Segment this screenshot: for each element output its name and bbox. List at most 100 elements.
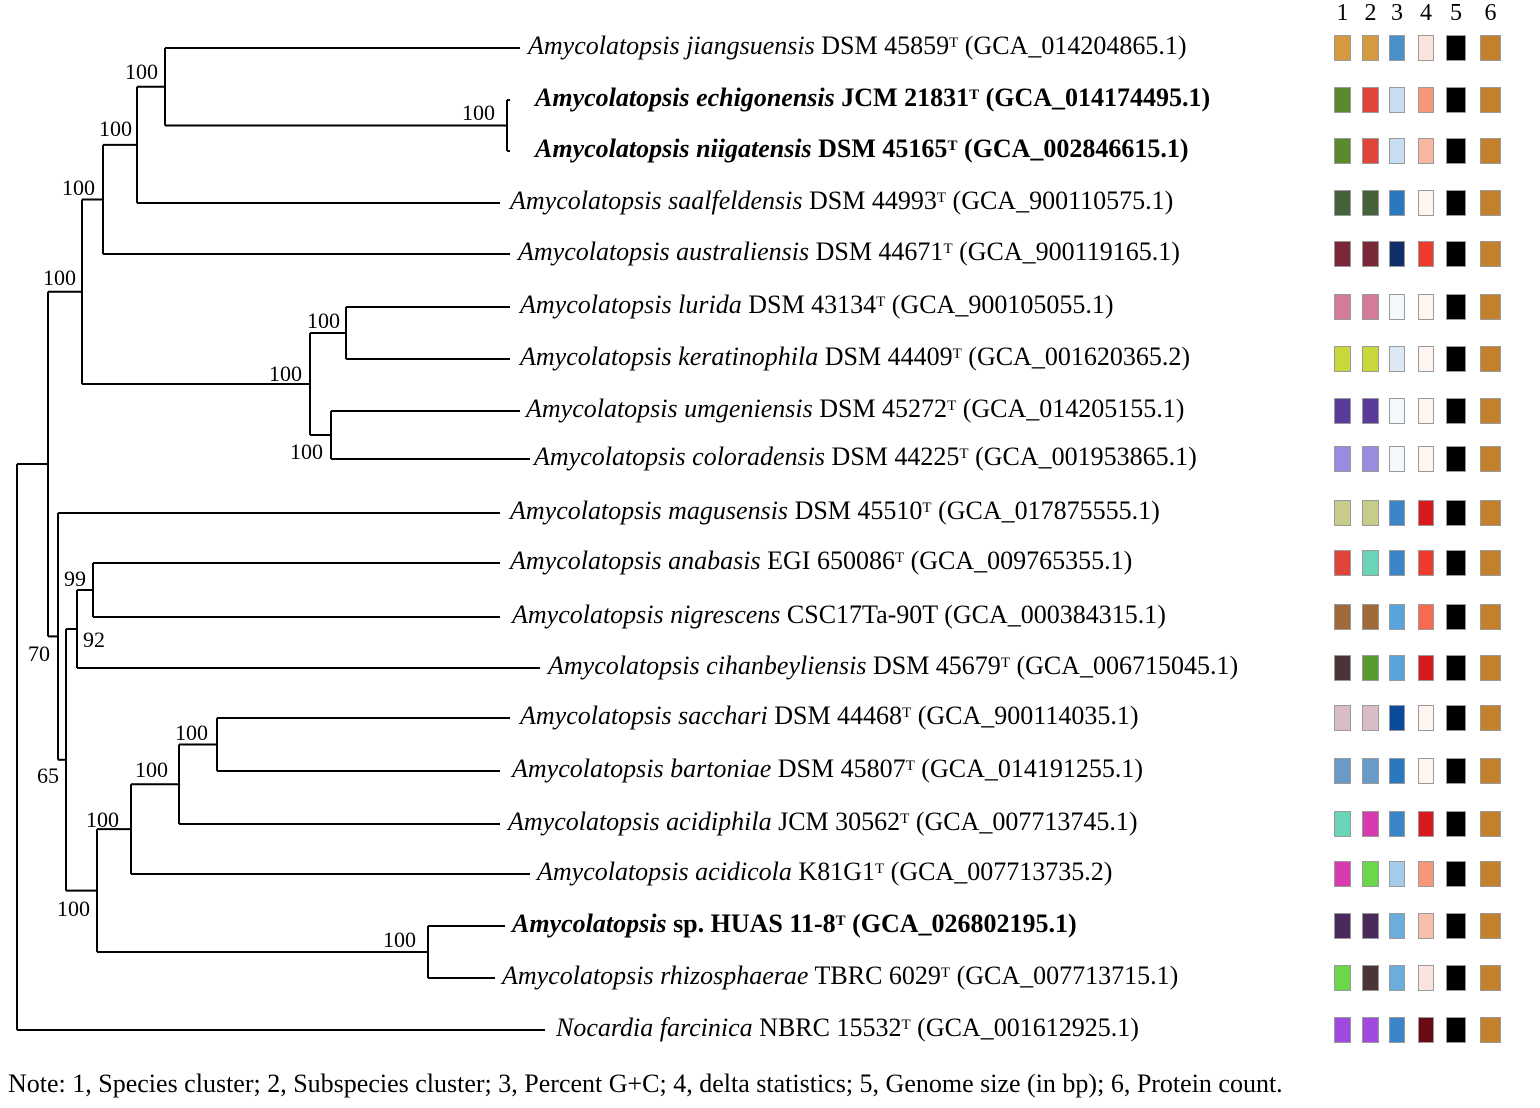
taxon-label: Amycolatopsis cihanbeyliensis DSM 45679T… <box>548 651 1238 681</box>
taxon-genus: Amycolatopsis <box>520 701 672 730</box>
trait-swatch <box>1334 446 1351 472</box>
column-header: 5 <box>1450 0 1462 26</box>
trait-swatch <box>1389 604 1405 630</box>
taxon-label: Amycolatopsis echigonensis JCM 21831T (G… <box>535 83 1210 113</box>
taxon-label: Amycolatopsis magusensis DSM 45510T (GCA… <box>510 496 1160 526</box>
trait-swatch <box>1334 965 1351 991</box>
trait-swatch <box>1418 138 1434 164</box>
bootstrap-value: 100 <box>125 59 158 84</box>
taxon-accession: (GCA_007713745.1) <box>915 807 1138 836</box>
trait-swatch <box>1480 500 1501 526</box>
taxon-label: Amycolatopsis anabasis EGI 650086T (GCA_… <box>510 546 1132 576</box>
taxon-genus: Nocardia <box>556 1013 654 1042</box>
trait-swatch <box>1334 241 1351 267</box>
taxon-species: farcinica <box>659 1013 753 1042</box>
trait-swatch <box>1389 758 1405 784</box>
trait-swatch <box>1334 861 1351 887</box>
taxon-species: keratinophila <box>678 342 819 371</box>
taxon-species: acidicola <box>695 857 792 886</box>
bootstrap-value: 100 <box>290 439 323 464</box>
trait-swatch <box>1446 550 1466 576</box>
taxon-strain: JCM 30562 <box>778 807 901 836</box>
trait-swatch <box>1334 604 1351 630</box>
trait-swatch <box>1362 190 1379 216</box>
taxon-accession: (GCA_017875555.1) <box>938 496 1160 525</box>
trait-swatch <box>1446 35 1466 61</box>
taxon-species: anabasis <box>668 546 761 575</box>
type-strain-mark: T <box>943 241 953 257</box>
taxon-genus: Amycolatopsis <box>520 342 672 371</box>
trait-swatch <box>1362 1017 1379 1043</box>
trait-swatch <box>1418 550 1434 576</box>
trait-swatch <box>1362 604 1379 630</box>
trait-swatch <box>1480 758 1501 784</box>
type-strain-mark: T <box>901 1017 911 1033</box>
taxon-label: Amycolatopsis keratinophila DSM 44409T (… <box>520 342 1190 372</box>
trait-swatch <box>1418 705 1434 731</box>
taxon-label: Amycolatopsis rhizosphaerae TBRC 6029T (… <box>502 961 1178 991</box>
taxon-label: Amycolatopsis acidiphila JCM 30562T (GCA… <box>508 807 1138 837</box>
taxon-label: Amycolatopsis sp. HUAS 11-8T (GCA_026802… <box>512 909 1077 939</box>
trait-swatch <box>1446 241 1466 267</box>
type-strain-mark: T <box>835 913 846 929</box>
trait-swatch <box>1418 758 1434 784</box>
type-strain-mark: T <box>900 811 910 827</box>
taxon-genus: Amycolatopsis <box>512 909 667 938</box>
taxon-genus: Amycolatopsis <box>520 290 672 319</box>
trait-swatch <box>1418 35 1434 61</box>
trait-swatch <box>1418 861 1434 887</box>
taxon-strain: DSM 43134 <box>748 290 877 319</box>
trait-swatch <box>1334 811 1351 837</box>
trait-swatch <box>1389 241 1405 267</box>
trait-swatch <box>1418 294 1434 320</box>
trait-swatch <box>1362 346 1379 372</box>
trait-swatch <box>1480 705 1501 731</box>
taxon-species: magusensis <box>668 496 789 525</box>
taxon-label: Nocardia farcinica NBRC 15532T (GCA_0016… <box>556 1013 1139 1043</box>
trait-swatch <box>1362 398 1379 424</box>
trait-swatch <box>1480 604 1501 630</box>
taxon-species: bartoniae <box>670 754 772 783</box>
trait-swatch <box>1446 758 1466 784</box>
taxon-species: lurida <box>678 290 742 319</box>
trait-swatch <box>1418 241 1434 267</box>
taxon-strain: DSM 45272 <box>819 394 948 423</box>
trait-swatch <box>1480 398 1501 424</box>
trait-swatch <box>1389 1017 1405 1043</box>
trait-swatch <box>1480 446 1501 472</box>
taxon-label: Amycolatopsis sacchari DSM 44468T (GCA_9… <box>520 701 1138 731</box>
taxon-genus: Amycolatopsis <box>537 857 689 886</box>
trait-swatch <box>1418 913 1434 939</box>
trait-swatch <box>1480 550 1501 576</box>
trait-swatch <box>1446 87 1466 113</box>
taxon-species: australiensis <box>676 237 810 266</box>
trait-swatch <box>1334 1017 1351 1043</box>
bootstrap-value: 100 <box>175 720 208 745</box>
trait-swatch <box>1334 500 1351 526</box>
taxon-genus: Amycolatopsis <box>526 394 678 423</box>
trait-swatch <box>1480 965 1501 991</box>
taxon-strain: DSM 45679 <box>872 651 1001 680</box>
taxon-label: Amycolatopsis coloradensis DSM 44225T (G… <box>534 442 1197 472</box>
taxon-genus: Amycolatopsis <box>518 237 670 266</box>
type-strain-mark: T <box>1000 655 1010 671</box>
trait-swatch <box>1446 965 1466 991</box>
bootstrap-value: 100 <box>462 100 495 125</box>
trait-swatch <box>1362 446 1379 472</box>
figure-note: Note: 1, Species cluster; 2, Subspecies … <box>8 1069 1283 1098</box>
taxon-accession: (GCA_001953865.1) <box>975 442 1197 471</box>
trait-swatch <box>1362 965 1379 991</box>
bootstrap-value: 100 <box>62 175 95 200</box>
trait-swatch <box>1418 811 1434 837</box>
taxon-species: rhizosphaerae <box>660 961 809 990</box>
taxon-species: umgeniensis <box>684 394 813 423</box>
trait-swatch <box>1362 138 1379 164</box>
trait-swatch <box>1389 446 1405 472</box>
bootstrap-value: 100 <box>269 361 302 386</box>
taxon-label: Amycolatopsis umgeniensis DSM 45272T (GC… <box>526 394 1184 424</box>
trait-swatch <box>1446 294 1466 320</box>
trait-swatch <box>1362 87 1379 113</box>
trait-swatch <box>1446 500 1466 526</box>
trait-swatch <box>1480 861 1501 887</box>
